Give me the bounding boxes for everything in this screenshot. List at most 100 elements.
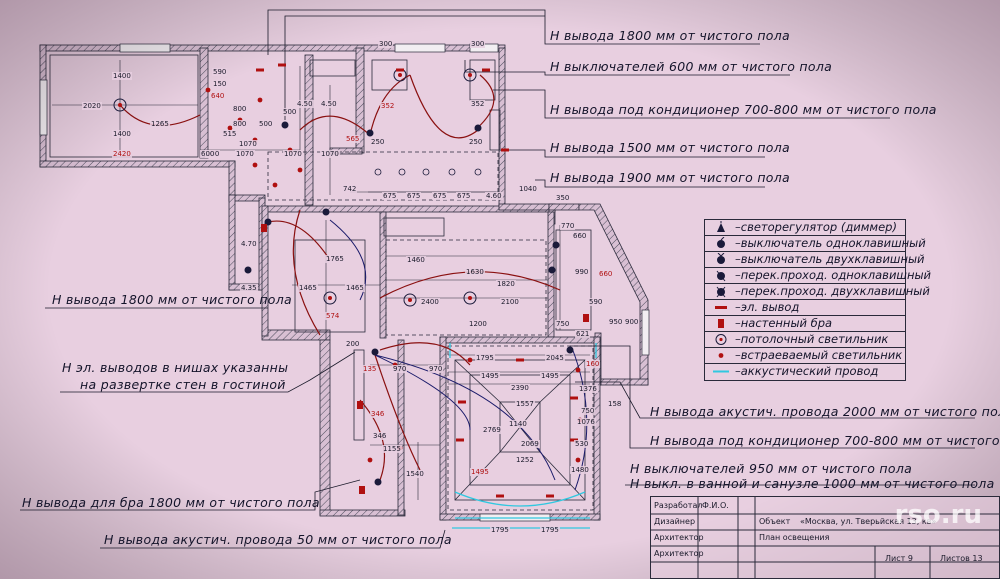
legend-row: –светорегулятор (диммер) (705, 220, 905, 236)
switch-icon (371, 348, 379, 356)
recessed-light-icon (422, 168, 430, 176)
recessed-light-icon (272, 182, 278, 188)
el-outlet-icon (570, 396, 578, 400)
dimension-label: 1040 (518, 185, 538, 193)
callout-output-1900: Н вывода 1900 мм от чистого пола (550, 170, 790, 185)
legend-row: –перек.проход. одноклавишный (705, 268, 931, 284)
legend-label: –настенный бра (735, 316, 833, 330)
dimension-label: 1400 (112, 130, 132, 138)
dimension-label: 2020 (82, 102, 102, 110)
dimension-label: 500 (258, 120, 274, 128)
dimension-label: 352 (470, 100, 486, 108)
dimension-label: 2390 (510, 384, 530, 392)
el-outlet-icon (458, 400, 466, 404)
dimension-label: 2400 (420, 298, 440, 306)
stamp-object-value: «Москва, ул. Тверьйская 13, кв» (800, 517, 937, 526)
dimension-label: 1465 (298, 284, 318, 292)
legend-label: –выключатель двухклавишный (735, 252, 925, 266)
dimension-label: 660 (572, 232, 588, 240)
legend-row: –выключатель двухклавишный (705, 252, 925, 268)
dimension-label: 2100 (500, 298, 520, 306)
legend-row: –эл. вывод (705, 300, 905, 316)
switch-icon (366, 129, 374, 137)
dimension-label: 574 (325, 312, 341, 320)
dimension-label: 200 (345, 340, 361, 348)
dimension-label: 970 (392, 365, 408, 373)
dimension-label: 750 (580, 407, 596, 415)
dimension-label: 1265 (150, 120, 170, 128)
legend-row: –аккустический провод (705, 364, 905, 379)
stamp-developer-label: Разработал (654, 501, 703, 510)
switch-icon (264, 218, 272, 226)
stamp-sheet-count: Листов 13 (940, 554, 983, 563)
watermark-logo: rso.ru (894, 500, 982, 530)
dimension-label: 1765 (325, 255, 345, 263)
callout-switches-950: Н выключателей 950 мм от чистого пола (630, 461, 913, 476)
legend-label: –светорегулятор (диммер) (735, 220, 897, 234)
recessed-light-icon (398, 168, 406, 176)
recessed-light-icon (367, 457, 373, 463)
dimension-label: 675 (382, 192, 398, 200)
ceiling-light-icon (403, 293, 417, 307)
dimension-label: 135 (362, 365, 378, 373)
dimension-label: 742 (342, 185, 358, 193)
dimension-label: 2069 (520, 440, 540, 448)
single-switch-icon (717, 237, 725, 248)
title-block-grid (650, 496, 1000, 579)
dimension-label: 970 (428, 365, 444, 373)
callout-leaders (20, 9, 975, 549)
legend-label: –потолочный светильник (735, 332, 889, 346)
dimension-label: 1540 (405, 470, 425, 478)
legend-row: –перек.проход. двухклавишный (705, 284, 930, 300)
dimension-label: 1070 (283, 150, 303, 158)
dimension-label: 4.35 (240, 284, 258, 292)
dimension-label: 1200 (468, 320, 488, 328)
recessed-light-icon (297, 167, 303, 173)
double-switch-icon (717, 253, 725, 264)
dimension-label: 990 (574, 268, 590, 276)
legend-row: –встраеваемый светильник (705, 348, 905, 364)
dimension-label: 300 (378, 40, 394, 48)
legend-row: –выключатель одноклавишный (705, 236, 926, 252)
dimension-label: 660 (598, 270, 614, 278)
dimension-label: 350 (555, 194, 571, 202)
ceiling-light-dot (468, 73, 472, 77)
dimension-label: 621 (575, 330, 591, 338)
callout-acoustic-50: Н вывода акуcтич. провода 50 мм от чисто… (104, 532, 452, 547)
callout-niches-2: на развертке стен в гостиной (80, 377, 286, 392)
recessed-light-icon (227, 125, 233, 131)
switch-icon (474, 124, 482, 132)
el-outlet-icon (496, 494, 504, 498)
wall-sconce-icon (261, 224, 267, 232)
dimension-label: 515 (222, 130, 238, 138)
dimension-label: 1495 (540, 372, 560, 380)
recessed-light-icon (467, 357, 473, 363)
dimension-label: 1480 (570, 466, 590, 474)
ceiling-light-dot (118, 103, 122, 107)
ceiling-light-dot (468, 296, 472, 300)
dimension-label: 352 (380, 102, 396, 110)
callout-sconce-1800: Н вывода для бра 1800 мм от чистого пола (22, 495, 320, 510)
el-outlet-icon (482, 68, 490, 72)
el-outlet-icon (501, 148, 509, 152)
dimension-label: 1557 (515, 400, 535, 408)
dimension-label: 590 (588, 298, 604, 306)
switch-icon (374, 478, 382, 486)
dimension-label: 1495 (480, 372, 500, 380)
dimension-label: 1400 (112, 72, 132, 80)
wall-sconce-icon (357, 401, 363, 409)
ceiling-light-dot (398, 73, 402, 77)
dimension-label: 346 (370, 410, 386, 418)
dimension-label: 950 (608, 318, 624, 326)
dimension-label: 750 (555, 320, 571, 328)
dimension-label: 1252 (515, 456, 535, 464)
dimension-label: 640 (210, 92, 226, 100)
dimension-label: 1070 (235, 150, 255, 158)
dimension-label: 1820 (496, 280, 516, 288)
legend-label: –встраеваемый светильник (735, 348, 903, 362)
legend-row: –потолочный светильник (705, 332, 905, 348)
el-outlet-icon (546, 494, 554, 498)
